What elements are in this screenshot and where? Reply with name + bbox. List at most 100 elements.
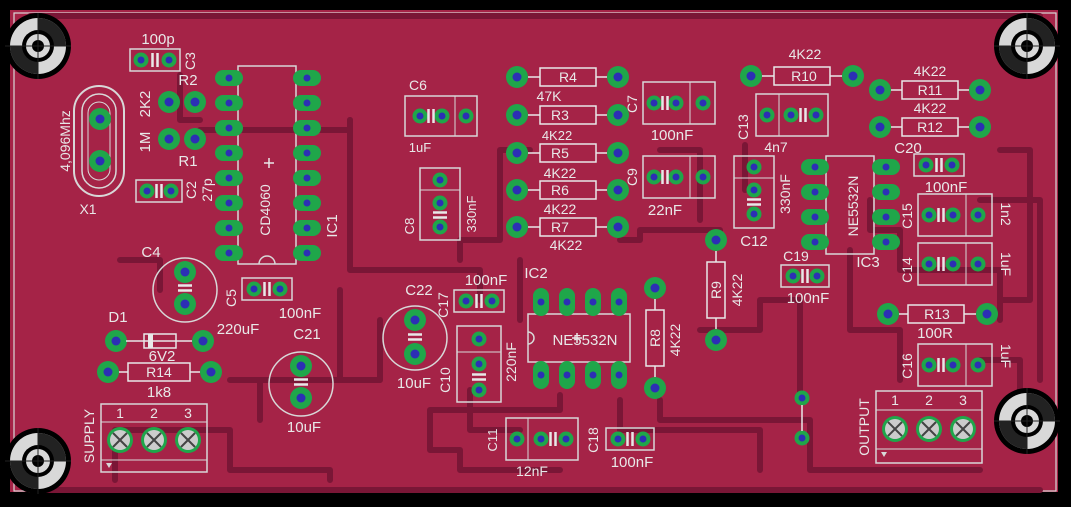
ic3-pin	[872, 159, 900, 175]
c4-ref: C4	[141, 244, 160, 261]
r1-value: 1M	[137, 132, 154, 153]
capacitor-c15: C15 1n2	[899, 193, 1014, 237]
resistor-r14: R14 1k8	[97, 361, 222, 401]
c7-value: 100nF	[651, 127, 694, 144]
ic2-pin	[611, 361, 627, 389]
resistor-r3: R3 4K22	[506, 104, 629, 143]
r11-ref: R11	[918, 82, 943, 98]
resistor-r10: R10 4K22	[740, 46, 864, 87]
c11-ref: C11	[485, 429, 500, 452]
supply-pin-2: 2	[150, 405, 158, 421]
r5-ref: R5	[551, 145, 569, 161]
c2-value: 27p	[199, 178, 215, 202]
ic3-value: NE5532N	[845, 176, 861, 237]
ic2-pin	[559, 361, 575, 389]
capacitor-c8: C8 330nF	[402, 167, 479, 241]
c17-value: 100nF	[465, 272, 508, 289]
capacitor-c21: C21 10uF	[268, 326, 334, 436]
r8-ref: R8	[647, 329, 663, 347]
resistor-r6: R6 4K22	[506, 179, 629, 217]
r10-ref: R10	[791, 68, 817, 84]
mounting-hole-top-right	[993, 12, 1061, 80]
ic1-pin	[293, 120, 321, 136]
capacitor-c10: C10 220nF	[437, 325, 519, 403]
c15-value: 1n2	[998, 202, 1014, 226]
c12-ref: C12	[740, 233, 768, 250]
x1-ref: X1	[79, 201, 96, 217]
c21-value: 10uF	[287, 419, 321, 436]
c19-value: 100nF	[787, 290, 830, 307]
c14-value: 1uF	[998, 252, 1014, 276]
supply-ref: SUPPLY	[81, 408, 97, 463]
c6-ref: C6	[409, 77, 427, 93]
r2-value: 2K2	[137, 91, 154, 118]
ic3-pin	[872, 184, 900, 200]
capacitor-c3: 100p C3	[129, 31, 198, 72]
capacitor-c6: C6 1uF	[404, 77, 478, 155]
output-pin-2: 2	[925, 392, 933, 408]
c17-ref: C17	[435, 292, 451, 318]
r5-value: 4K22	[544, 165, 577, 181]
r8-value: 4K22	[667, 323, 683, 356]
ic1-pin	[215, 70, 243, 86]
c9-value: 22nF	[648, 202, 682, 219]
output-pin-1: 1	[891, 392, 899, 408]
ic1-cd4060: CD4060 IC1	[215, 65, 341, 265]
ic2-ne5532n: NE5532N IC2	[524, 265, 631, 389]
c3-value: 100p	[141, 31, 174, 48]
ic3-ne5532n: NE5532N IC3	[801, 155, 900, 271]
ic1-pin	[293, 170, 321, 186]
resistor-r11: R11 4K22	[869, 63, 991, 101]
r12-value: 4K22	[914, 100, 947, 116]
output-ref: OUTPUT	[856, 398, 872, 456]
ic2-pin	[559, 288, 575, 316]
ic1-pin	[215, 245, 243, 261]
capacitor-c11: C11 12nF	[485, 417, 579, 479]
output-pin-3: 3	[959, 392, 967, 408]
capacitor-c19: C19 100nF	[780, 248, 830, 307]
ic2-value: NE5532N	[552, 332, 617, 349]
c22-ref: C22	[405, 282, 433, 299]
capacitor-c16: C16 1uF	[899, 343, 1014, 387]
crystal-x1: 4,096Mhz X1	[57, 85, 125, 217]
terminal-output: 1 2 3 OUTPUT	[856, 390, 983, 464]
r9-value: 4K22	[729, 273, 745, 306]
capacitor-c18: C18 100nF	[585, 427, 655, 471]
c4-value: 220uF	[217, 321, 260, 338]
ic1-pin	[215, 95, 243, 111]
d1-ref: D1	[108, 309, 127, 326]
c22-value: 10uF	[397, 375, 431, 392]
capacitor-c12: C12 330nF	[733, 155, 793, 250]
c11-value: 12nF	[516, 463, 548, 479]
r12-ref: R12	[917, 119, 943, 135]
c10-value: 220nF	[503, 342, 519, 382]
capacitor-c20: C20 100nF	[894, 140, 967, 196]
ic1-pin	[293, 245, 321, 261]
c5-ref: C5	[223, 289, 239, 307]
ic2-pin	[611, 288, 627, 316]
ic2-pin	[533, 361, 549, 389]
resistor-r7: R7 4K22	[506, 216, 629, 253]
r10-value: 4K22	[789, 46, 822, 62]
ic1-pin	[293, 220, 321, 236]
capacitor-c22: C22 10uF	[382, 282, 448, 392]
c20-value: 100nF	[925, 179, 968, 196]
capacitor-c9: C9 22nF	[624, 155, 716, 219]
d1-value: 6V2	[149, 348, 176, 365]
c13-value: 4n7	[764, 139, 788, 155]
ic1-pin	[293, 145, 321, 161]
r4-value: 47K	[537, 88, 563, 104]
ic1-pin	[215, 170, 243, 186]
mounting-hole-bottom-right	[993, 387, 1061, 455]
c10-ref: C10	[437, 367, 453, 393]
jumper-vias	[794, 390, 810, 446]
capacitor-c5: C5 100nF	[223, 277, 321, 322]
capacitor-c17: C17 100nF	[435, 272, 507, 318]
r7-ref: R7	[551, 219, 569, 235]
resistor-r8: R8 4K22	[644, 277, 683, 399]
ic1-pin	[215, 145, 243, 161]
ic1-pin	[215, 120, 243, 136]
diode-d1: D1 6V2	[105, 309, 214, 365]
c21-ref: C21	[293, 326, 321, 343]
